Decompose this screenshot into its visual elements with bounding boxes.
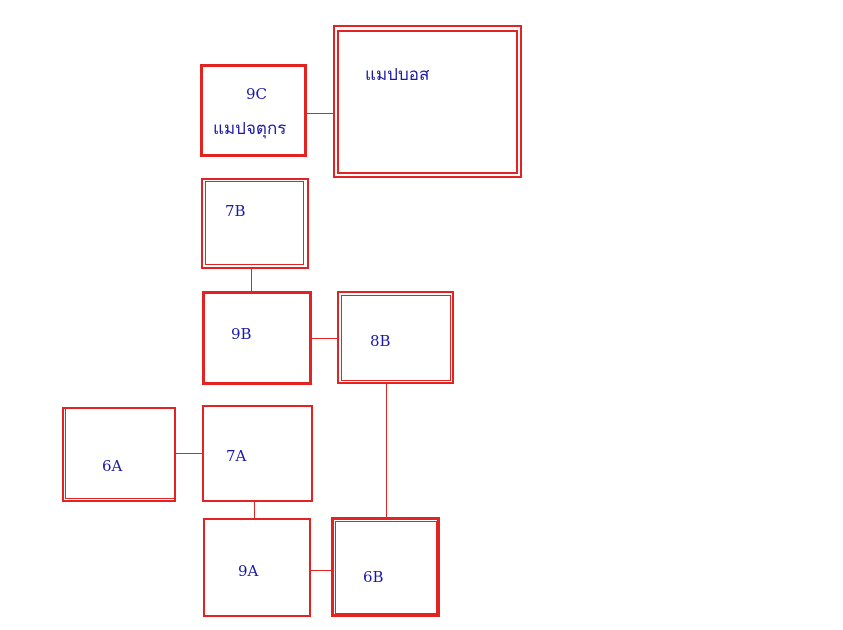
node-9b: 9B bbox=[202, 291, 312, 385]
node-8b: 8B bbox=[337, 291, 454, 384]
node-6a: 6A bbox=[62, 407, 176, 502]
node-boss-label: แมปบอส bbox=[365, 65, 430, 85]
node-7b-label: 7B bbox=[225, 202, 246, 220]
node-9c: 9C แมปจตุกร bbox=[200, 64, 307, 157]
connector-9b-8b bbox=[312, 338, 338, 339]
node-7b: 7B bbox=[201, 178, 309, 269]
node-6a-label: 6A bbox=[102, 457, 123, 475]
node-7b-inner-border bbox=[205, 181, 304, 265]
node-6b: 6B bbox=[331, 517, 440, 617]
node-6b-label: 6B bbox=[363, 568, 384, 586]
connector-7a-9a bbox=[254, 502, 255, 519]
node-6a-inner-border bbox=[65, 409, 174, 499]
connector-8b-6b bbox=[386, 384, 387, 518]
node-9c-sublabel: แมปจตุกร bbox=[213, 119, 287, 139]
connector-9c-boss bbox=[307, 113, 334, 114]
node-8b-inner-border bbox=[341, 295, 451, 381]
node-8b-label: 8B bbox=[370, 332, 391, 350]
node-boss: แมปบอส bbox=[333, 25, 522, 178]
node-7a-label: 7A bbox=[226, 447, 247, 465]
node-9b-label: 9B bbox=[231, 325, 252, 343]
node-boss-inner-border bbox=[337, 30, 518, 174]
node-7a: 7A bbox=[202, 405, 313, 502]
connector-7b-9b bbox=[251, 269, 252, 292]
connector-9a-6b bbox=[311, 570, 332, 571]
node-9a: 9A bbox=[203, 518, 311, 617]
connector-6a-7a bbox=[176, 453, 203, 454]
node-9c-label: 9C bbox=[246, 85, 268, 103]
node-6b-inner-border bbox=[335, 521, 437, 614]
node-9a-label: 9A bbox=[238, 562, 259, 580]
